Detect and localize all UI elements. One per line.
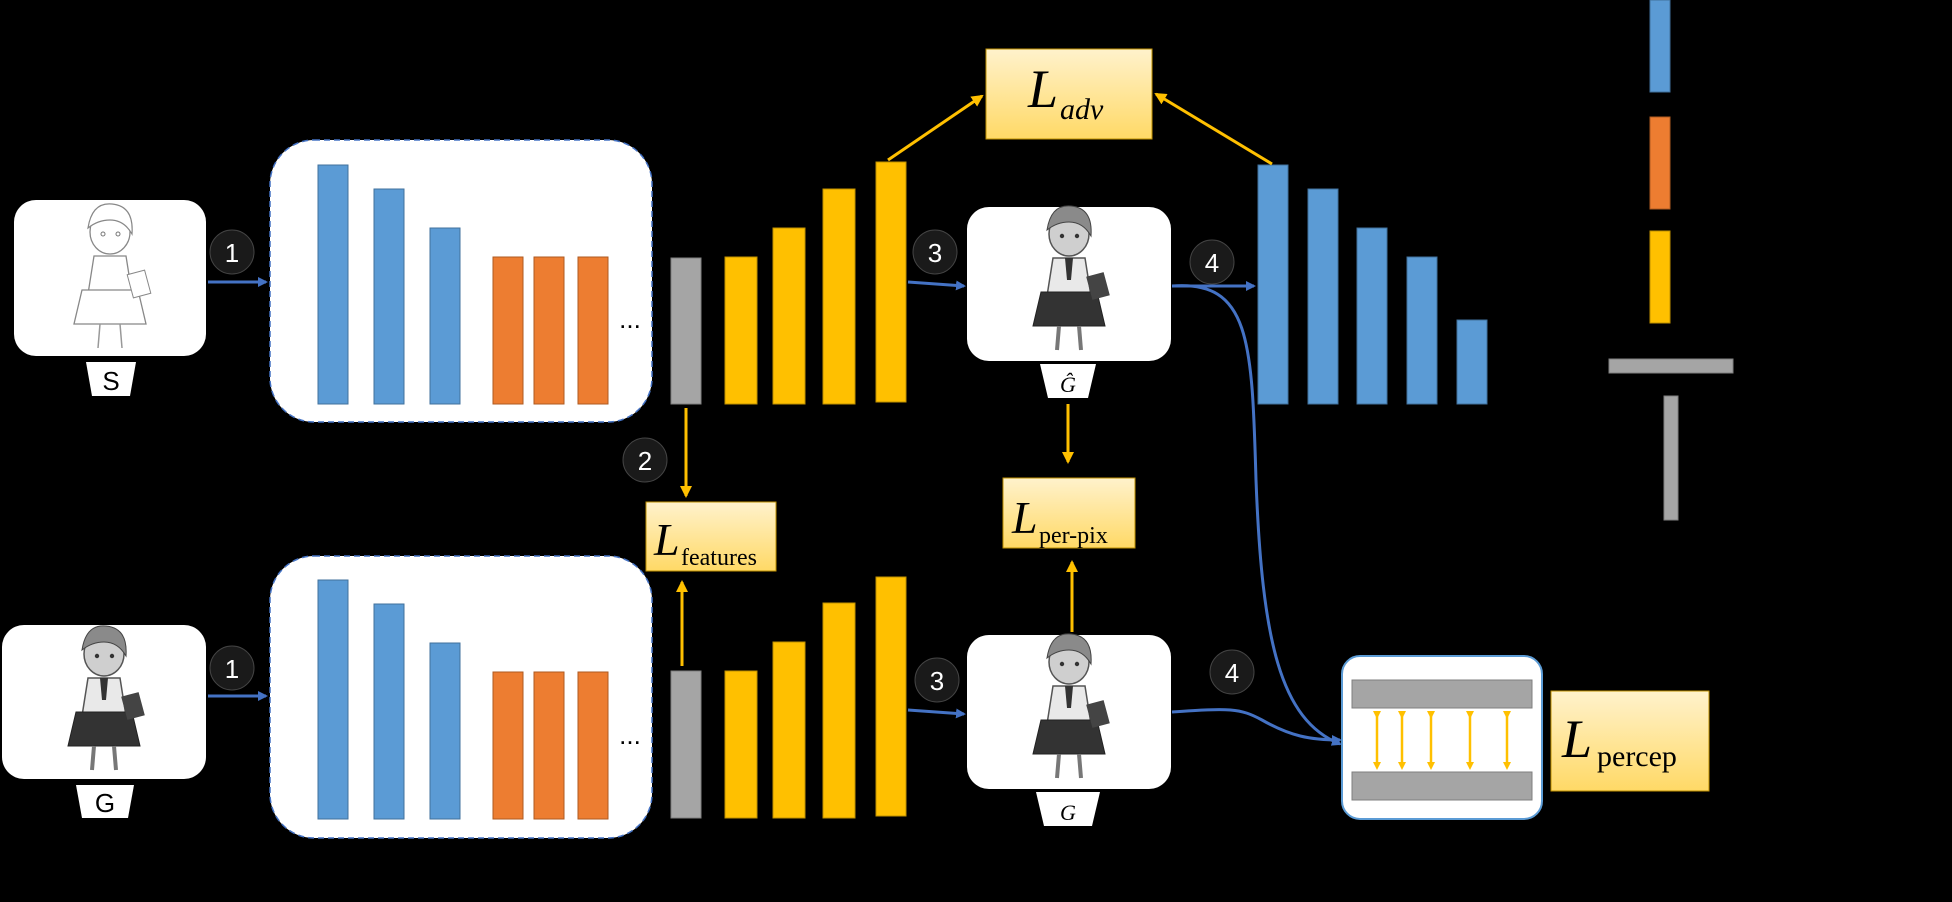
svg-text:L: L [653, 514, 680, 565]
arrow-decoder-to-g [907, 708, 966, 719]
arrow-discriminator-to-ladv [1154, 92, 1273, 166]
svg-text:L: L [1011, 492, 1038, 543]
step-badge-1-top: 1 [209, 229, 255, 275]
svg-text:4: 4 [1205, 248, 1219, 278]
generated-image-card [967, 203, 1171, 361]
svg-text:per-pix: per-pix [1039, 523, 1108, 549]
step-badge-1-bottom: 1 [209, 645, 255, 691]
encoder-box-top: ... [269, 139, 653, 423]
input-sketch-card [14, 200, 206, 356]
sketch-label: S [102, 366, 119, 396]
svg-text:4: 4 [1225, 658, 1239, 688]
svg-text:1: 1 [225, 654, 239, 684]
step-badge-3-bottom: 3 [914, 657, 960, 703]
arrow-ghat-to-percep [1171, 284, 1342, 746]
ellipsis-top: ... [619, 304, 641, 334]
ground-truth-card-mid [967, 631, 1171, 789]
ground-truth-label-mid: G [1060, 800, 1076, 825]
label-tag-g-left: G [76, 785, 134, 818]
ellipsis-bottom: ... [619, 720, 641, 750]
generated-label: Ĝ [1060, 372, 1076, 397]
step-badge-4-bottom: 4 [1209, 649, 1255, 695]
svg-text:3: 3 [928, 238, 942, 268]
label-tag-ghat: Ĝ [1040, 364, 1096, 398]
legend-bars [1608, 0, 1734, 521]
ground-truth-label-left: G [95, 788, 115, 818]
svg-text:1: 1 [225, 238, 239, 268]
encoder-box-bottom: ... [269, 555, 653, 839]
arrow-g-to-percep [1171, 708, 1342, 745]
svg-text:percep: percep [1597, 740, 1677, 773]
step-badge-3-top: 3 [912, 229, 958, 275]
svg-text:3: 3 [930, 666, 944, 696]
discriminator [1257, 164, 1488, 405]
step-badge-2: 2 [622, 437, 668, 483]
arrow-decoder-to-ghat [907, 280, 966, 291]
svg-text:L: L [1027, 59, 1058, 119]
label-tag-s: S [86, 362, 136, 396]
decoder-bottom [670, 576, 907, 819]
perceptual-box [1341, 655, 1543, 820]
loss-adv-box: L adv [985, 48, 1153, 140]
input-g-card [2, 623, 206, 779]
label-tag-g-mid: G [1036, 792, 1100, 826]
loss-per-pix-box: L per-pix [1002, 477, 1136, 549]
svg-text:adv: adv [1060, 93, 1104, 126]
arrow-decoder-to-ladv [887, 94, 984, 162]
loss-features-box: L features [645, 501, 777, 572]
step-badge-4-top: 4 [1189, 239, 1235, 285]
svg-text:2: 2 [638, 446, 652, 476]
svg-text:features: features [681, 545, 757, 571]
decoder-top [670, 161, 907, 405]
loss-percep-box: L percep [1550, 690, 1710, 792]
svg-text:L: L [1561, 709, 1592, 769]
